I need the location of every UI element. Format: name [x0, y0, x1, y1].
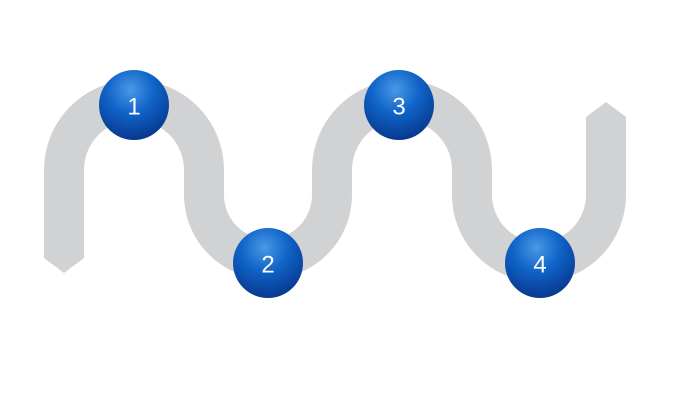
step-node-2: 2: [233, 228, 303, 298]
step-label-4: 4: [533, 252, 546, 279]
step-node-4: 4: [505, 228, 575, 298]
track-end-tail: [586, 102, 626, 120]
step-label-1: 1: [127, 94, 140, 121]
step-label-2: 2: [261, 252, 274, 279]
step-node-1: 1: [99, 70, 169, 140]
step-node-3: 3: [364, 70, 434, 140]
step-label-3: 3: [392, 94, 405, 121]
track-start-tail: [44, 255, 84, 273]
